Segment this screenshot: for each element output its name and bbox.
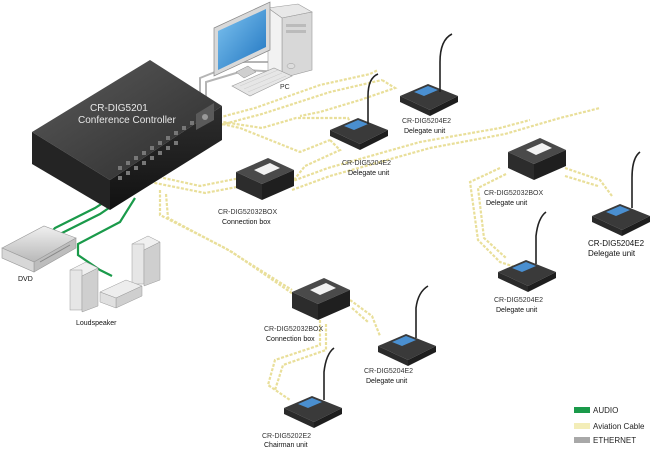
connection-box-3 bbox=[292, 278, 350, 320]
connection-box-2 bbox=[508, 138, 566, 180]
legend-aviation: Aviation Cable bbox=[574, 420, 644, 432]
delegate-unit-3-name: Delegate unit bbox=[588, 249, 636, 258]
connection-box-2-model: CR-DIG52032BOX bbox=[484, 190, 544, 197]
delegate-unit-4-name: Delegate unit bbox=[496, 307, 538, 314]
legend-ethernet: ETHERNET bbox=[574, 434, 636, 446]
loudspeaker-label: Loudspeaker bbox=[76, 320, 117, 327]
connection-box-3-model: CR-DIG52032BOX bbox=[264, 326, 324, 333]
delegate-unit-2-name: Delegate unit bbox=[348, 170, 390, 177]
aviation-cables bbox=[149, 69, 613, 401]
monitor bbox=[213, 1, 271, 79]
connection-box-1 bbox=[236, 158, 294, 200]
connection-box-1-name: Connection box bbox=[222, 219, 271, 226]
controller-model-label: CR-DIG5201 bbox=[90, 103, 148, 114]
delegate-unit-3-model: CR-DIG5204E2 bbox=[588, 239, 645, 248]
delegate-unit-5-name: Delegate unit bbox=[366, 378, 408, 385]
delegate-unit-3 bbox=[592, 151, 650, 236]
delegate-unit-5-model: CR-DIG5204E2 bbox=[364, 368, 414, 375]
chairman-unit bbox=[284, 347, 342, 428]
conference-controller bbox=[32, 60, 222, 210]
dvd-label: DVD bbox=[18, 276, 33, 283]
legend-aviation-label: Aviation Cable bbox=[593, 421, 645, 431]
delegate-unit-5 bbox=[378, 285, 436, 366]
chairman-unit-model: CR-DIG5202E2 bbox=[262, 433, 312, 440]
dvd-player bbox=[1, 225, 77, 273]
delegate-unit-1-name: Delegate unit bbox=[404, 128, 446, 135]
ethernet-swatch bbox=[574, 437, 590, 443]
delegate-unit-4-model: CR-DIG5204E2 bbox=[494, 297, 544, 304]
delegate-unit-2-model: CR-DIG5204E2 bbox=[342, 160, 392, 167]
connection-box-3-name: Connection box bbox=[266, 336, 315, 343]
mouse bbox=[286, 63, 296, 69]
delegate-unit-1-model: CR-DIG5204E2 bbox=[402, 118, 452, 125]
legend-audio: AUDIO bbox=[574, 404, 618, 416]
delegate-unit-4 bbox=[498, 211, 556, 292]
audio-swatch bbox=[574, 407, 590, 413]
pc bbox=[213, 1, 313, 97]
connection-box-2-name: Delegate unit bbox=[486, 200, 528, 207]
legend-audio-label: AUDIO bbox=[593, 405, 619, 415]
aviation-swatch bbox=[574, 423, 590, 429]
pc-label: PC bbox=[280, 84, 290, 91]
connection-box-1-model: CR-DIG52032BOX bbox=[218, 209, 278, 216]
controller-name-label: Conference Controller bbox=[78, 115, 176, 126]
loudspeaker bbox=[69, 235, 161, 313]
delegate-unit-2 bbox=[330, 73, 388, 150]
delegate-unit-1 bbox=[400, 33, 458, 116]
legend: AUDIO Aviation Cable ETHERNET bbox=[574, 402, 659, 448]
chairman-unit-name: Chairman unit bbox=[264, 442, 308, 449]
legend-ethernet-label: ETHERNET bbox=[593, 435, 637, 445]
